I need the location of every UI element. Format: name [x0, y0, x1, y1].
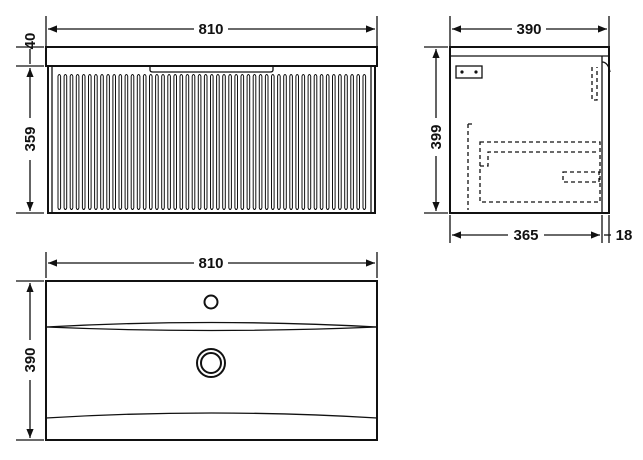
bowl-edge-top-inner: [45, 326, 378, 332]
front-top-height-label: 40: [22, 33, 39, 50]
flute-groove: [75, 74, 80, 210]
side-view: 390 399 365 18: [424, 16, 632, 244]
flute-groove: [234, 74, 238, 210]
flute-groove: [210, 74, 214, 210]
flute-groove: [124, 74, 129, 210]
flute-groove: [258, 74, 263, 210]
flute-groove: [167, 74, 171, 210]
flute-groove: [252, 74, 257, 210]
side-wall-bracket: [455, 65, 483, 79]
flute-groove: [100, 74, 104, 210]
flute-groove: [69, 74, 74, 210]
flute-groove: [57, 74, 62, 210]
flute-groove: [142, 74, 147, 210]
flute-groove: [356, 74, 360, 210]
flute-groove: [155, 74, 159, 210]
flute-groove: [240, 74, 245, 210]
drain-outer: [196, 348, 226, 378]
side-height-label: 399: [428, 124, 445, 149]
flute-groove: [203, 74, 208, 210]
flute-groove: [106, 74, 110, 210]
side-handle-lip: [601, 61, 611, 73]
side-drawer-runner-front: [591, 67, 598, 101]
flute-groove: [197, 74, 202, 210]
flute-groove: [130, 74, 135, 210]
flute-groove: [319, 74, 324, 210]
bowl-edge-bottom: [45, 412, 378, 419]
front-view: 810 40 359: [16, 16, 378, 214]
front-cabinet-body: [47, 65, 376, 214]
flute-groove: [332, 74, 336, 210]
flute-groove: [179, 74, 184, 210]
flute-groove: [112, 74, 116, 210]
flute-groove: [246, 74, 251, 210]
flute-groove: [185, 74, 190, 210]
top-width-label: 810: [198, 255, 223, 272]
flute-groove: [216, 74, 220, 210]
flute-groove: [161, 74, 165, 210]
side-depth-label: 390: [516, 21, 541, 38]
flute-groove: [94, 74, 98, 210]
front-body-height-label: 359: [22, 126, 39, 151]
front-countertop: [45, 46, 378, 67]
side-inner-depth-label: 365: [513, 227, 538, 244]
flute-groove: [228, 74, 232, 210]
side-offset-label: 18: [616, 227, 633, 244]
top-depth-label: 390: [22, 347, 39, 372]
flute-groove: [362, 74, 367, 210]
flute-groove: [277, 74, 281, 210]
flute-groove: [325, 74, 330, 210]
front-drawer-handle: [149, 66, 274, 73]
flute-groove: [283, 74, 287, 210]
flute-groove: [173, 74, 177, 210]
side-drawer-box: [479, 141, 601, 203]
side-drawer-inner: [480, 151, 596, 167]
flute-groove: [149, 74, 153, 210]
flute-groove: [88, 74, 92, 210]
flute-groove: [350, 74, 354, 210]
flute-groove: [301, 74, 306, 210]
bracket-screw-left: [460, 70, 464, 74]
tap-hole: [203, 294, 219, 310]
front-fluted-panel: [57, 74, 367, 210]
top-view: 810 390: [16, 252, 378, 441]
side-drawer-slide: [562, 171, 600, 183]
flute-groove: [118, 74, 123, 210]
flute-groove: [271, 74, 275, 210]
flute-groove: [63, 74, 68, 210]
flute-groove: [295, 74, 299, 210]
flute-groove: [264, 74, 269, 210]
flute-groove: [289, 74, 293, 210]
flute-groove: [136, 74, 141, 210]
side-cabinet-body: [449, 46, 610, 214]
drain-inner: [200, 352, 222, 374]
flute-groove: [344, 74, 348, 210]
bowl-edge-top: [45, 321, 378, 328]
side-drawer-back: [467, 123, 474, 210]
flute-groove: [191, 74, 196, 210]
flute-groove: [338, 74, 342, 210]
bracket-screw-right: [474, 70, 478, 74]
front-width-label: 810: [198, 21, 223, 38]
flute-groove: [81, 74, 86, 210]
flute-groove: [313, 74, 318, 210]
basin-outline: [45, 280, 378, 441]
flute-groove: [307, 74, 312, 210]
flute-groove: [222, 74, 226, 210]
